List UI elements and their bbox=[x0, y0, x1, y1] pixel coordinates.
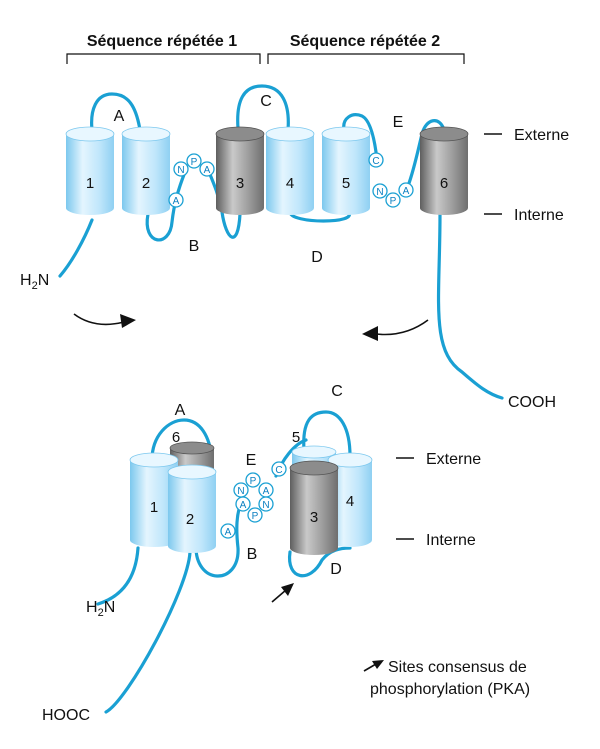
residue: P bbox=[390, 196, 397, 207]
loop-label-A: A bbox=[114, 108, 125, 125]
pka-site-arrow bbox=[271, 583, 294, 603]
label-interne-bottom: Interne bbox=[426, 532, 476, 549]
residue: N bbox=[177, 165, 184, 176]
residue: N bbox=[237, 486, 244, 497]
residue: C bbox=[372, 156, 379, 167]
residue: P bbox=[250, 476, 257, 487]
svg-text:H2N: H2N bbox=[20, 272, 49, 292]
helix-label: 4 bbox=[346, 493, 354, 510]
helix-4: 4 bbox=[265, 126, 315, 215]
helix-1-bottom: 1 bbox=[129, 452, 179, 547]
bracket-repeat-2 bbox=[267, 53, 465, 64]
loop-label-C: C bbox=[260, 93, 272, 110]
loop-D-bottom bbox=[288, 546, 352, 578]
loop-D bbox=[288, 210, 351, 223]
top-topology: Séquence répétée 1 Séquence répétée 2 1 … bbox=[20, 33, 569, 411]
n-terminal-tail-bottom bbox=[96, 546, 140, 606]
legend-line-1: Sites consensus de bbox=[388, 659, 527, 676]
loop-label-A-bottom: A bbox=[175, 402, 186, 419]
loop-label-B: B bbox=[189, 238, 200, 255]
residue: A bbox=[263, 486, 270, 497]
loop-label-D-bottom: D bbox=[330, 561, 342, 578]
helix-4-bottom: 4 bbox=[327, 452, 373, 547]
residue: C bbox=[275, 465, 282, 476]
label-interne: Interne bbox=[514, 207, 564, 224]
loop-C-bottom bbox=[302, 410, 352, 458]
residue: N bbox=[376, 187, 383, 198]
loop-label-E: E bbox=[393, 114, 404, 131]
helix-label: 2 bbox=[186, 511, 194, 528]
loop-C bbox=[236, 84, 290, 132]
helix-label: 2 bbox=[142, 175, 150, 192]
c-terminal-tail-bottom bbox=[104, 550, 192, 714]
fold-arrow-right bbox=[362, 319, 429, 341]
residue: N bbox=[262, 500, 269, 511]
legend: Sites consensus de phosphorylation (PKA) bbox=[363, 659, 530, 698]
n-terminus-label: H2N bbox=[20, 272, 49, 292]
helix-label: 3 bbox=[236, 175, 244, 192]
helix-5: 5 bbox=[321, 126, 371, 215]
legend-line-2: phosphorylation (PKA) bbox=[370, 681, 530, 698]
residue: A bbox=[225, 527, 232, 538]
helix-3: 3 bbox=[215, 126, 265, 215]
helix-label: 5 bbox=[342, 175, 350, 192]
fold-arrow-left bbox=[73, 313, 136, 328]
helix-label: 1 bbox=[86, 175, 94, 192]
helix-label: 6 bbox=[172, 429, 180, 446]
residue: A bbox=[403, 186, 410, 197]
legend-arrow-icon bbox=[363, 660, 384, 672]
label-externe-bottom: Externe bbox=[426, 451, 481, 468]
helix-label: 1 bbox=[150, 499, 158, 516]
residue: P bbox=[191, 157, 198, 168]
pore-npa-residues: N P A A C A P N bbox=[220, 461, 287, 539]
helix-2-bottom: 2 bbox=[167, 464, 217, 553]
residue: A bbox=[240, 500, 247, 511]
helix-1: 1 bbox=[65, 126, 115, 215]
c-terminus-label: COOH bbox=[508, 394, 556, 411]
header-repeat-1: Séquence répétée 1 bbox=[87, 33, 237, 50]
helix-3-bottom: 3 bbox=[289, 460, 339, 555]
npa-motif-2: C N P A bbox=[368, 152, 414, 208]
bracket-repeat-1 bbox=[66, 53, 261, 64]
loop-label-D: D bbox=[311, 249, 323, 266]
helix-label: 5 bbox=[292, 429, 300, 446]
header-repeat-2: Séquence répétée 2 bbox=[290, 33, 440, 50]
residue: A bbox=[173, 196, 180, 207]
npa-motif-1: N P A A bbox=[168, 153, 215, 208]
svg-text:H2N: H2N bbox=[86, 599, 115, 619]
helix-6: 6 bbox=[419, 126, 469, 215]
loop-B-left bbox=[145, 170, 187, 242]
c-terminal-tail bbox=[436, 212, 504, 400]
loop-B-bottom bbox=[194, 498, 244, 578]
loop-A bbox=[90, 92, 142, 132]
residue: P bbox=[252, 511, 259, 522]
residue: A bbox=[204, 165, 211, 176]
c-terminus-label-bottom: HOOC bbox=[42, 707, 90, 724]
loop-label-E-bottom: E bbox=[246, 452, 257, 469]
loop-A-bottom bbox=[150, 418, 214, 462]
helix-label: 3 bbox=[310, 509, 318, 526]
helix-label: 6 bbox=[440, 175, 448, 192]
loop-E-left bbox=[342, 113, 378, 154]
helix-label: 4 bbox=[286, 175, 294, 192]
loop-label-B-bottom: B bbox=[247, 546, 258, 563]
loop-label-C-bottom: C bbox=[331, 383, 343, 400]
n-terminus-label-bottom: H2N bbox=[86, 599, 115, 619]
n-terminal-tail bbox=[58, 218, 94, 278]
bottom-topology: 6 5 1 2 4 3 bbox=[42, 383, 481, 724]
label-externe: Externe bbox=[514, 127, 569, 144]
helix-2: 2 bbox=[121, 126, 171, 215]
